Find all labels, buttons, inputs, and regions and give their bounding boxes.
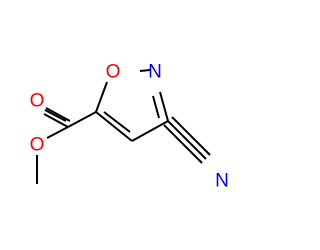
bond-nitrile-e: [194, 139, 211, 156]
molecule-drawing: O O O N N: [30, 62, 229, 192]
ester-oxygen-label: O: [30, 135, 45, 156]
bond-nitrile-c: [163, 124, 188, 149]
bond-ring-n2-c3-inner: [152, 95, 160, 119]
bond-ester-oxygen-carbonyl-carbon: [46, 126, 69, 139]
ring-nitrogen-label: N: [148, 62, 162, 83]
bond-ring-c5-o1: [95, 81, 108, 113]
bond-nitrile-a: [167, 120, 192, 145]
bond-ring-c3-c4: [131, 120, 169, 142]
bond-carbonyl-double-c: [44, 109, 67, 122]
bond-nitrile-f: [186, 147, 203, 164]
nitrile-nitrogen-label: N: [215, 171, 229, 192]
bond-ring-o1-n2: [139, 69, 151, 72]
ring-oxygen-label: O: [106, 62, 121, 83]
carbonyl-oxygen-label: O: [30, 91, 45, 112]
bond-nitrile-b: [171, 116, 196, 141]
bond-ring-c4-c5: [95, 111, 133, 142]
bond-ring-n2-c3: [159, 91, 169, 122]
structure-diagram: O O O N N: [30, 62, 229, 192]
bond-nitrile-d: [190, 143, 207, 160]
bond-ring-c4-c5-inner: [103, 111, 131, 133]
bond-carbonyl-double-b: [45, 107, 71, 122]
bond-carbonyl-double-a: [43, 113, 69, 128]
bond-carbonyl-ring: [67, 111, 97, 128]
